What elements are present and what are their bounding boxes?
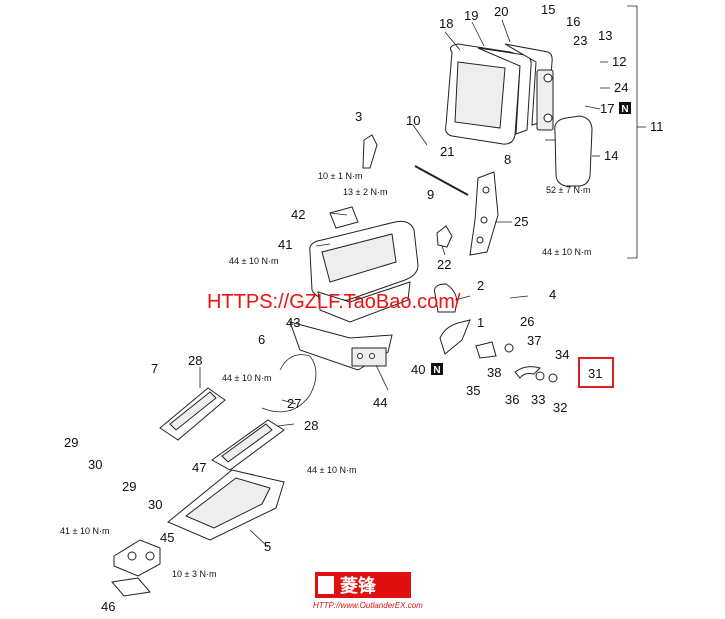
rod bbox=[414, 165, 469, 196]
callout: 7 bbox=[151, 361, 158, 376]
callout: 33 bbox=[531, 392, 545, 407]
callout: 13 bbox=[598, 28, 612, 43]
callout: 1 bbox=[477, 315, 484, 330]
callout: 42 bbox=[291, 207, 305, 222]
torque-label: 44 ± 10 N·m bbox=[307, 465, 356, 475]
callout: 23 bbox=[573, 33, 587, 48]
callout: 3 bbox=[355, 109, 362, 124]
lever bbox=[362, 134, 378, 169]
callout: 32 bbox=[553, 400, 567, 415]
small-lever bbox=[514, 366, 541, 379]
callout: 5 bbox=[264, 539, 271, 554]
group-bracket bbox=[627, 5, 638, 259]
callout: 16 bbox=[566, 14, 580, 29]
side-shield bbox=[434, 283, 471, 355]
n-badge: N bbox=[431, 363, 443, 376]
small-washer bbox=[535, 371, 545, 381]
callout: 47 bbox=[192, 460, 206, 475]
callout: 37 bbox=[527, 333, 541, 348]
callout: 44 bbox=[373, 395, 387, 410]
callout: 28 bbox=[304, 418, 318, 433]
callout: 29 bbox=[122, 479, 136, 494]
callout: 45 bbox=[160, 530, 174, 545]
highlighted-callout: 31 bbox=[578, 357, 614, 388]
seat-cushion bbox=[309, 220, 419, 323]
callout: 9 bbox=[427, 187, 434, 202]
callout: 19 bbox=[464, 8, 478, 23]
leader-lines bbox=[199, 19, 610, 548]
seat-frame bbox=[289, 321, 393, 371]
torque-label: 44 ± 10 N·m bbox=[222, 373, 271, 383]
torque-label: 44 ± 10 N·m bbox=[229, 256, 278, 266]
mount-bracket bbox=[111, 539, 161, 597]
svg-text:HTTP://www.OutlanderEX.com: HTTP://www.OutlanderEX.com bbox=[313, 601, 423, 610]
callout: 4 bbox=[549, 287, 556, 302]
svg-text:N: N bbox=[621, 104, 628, 115]
small-nut bbox=[548, 373, 558, 383]
svg-text:N: N bbox=[433, 365, 440, 376]
torque-label: 41 ± 10 N·m bbox=[60, 526, 109, 536]
callout: 11 bbox=[650, 119, 664, 134]
callout: 22 bbox=[437, 257, 451, 272]
callout: 10 bbox=[406, 113, 420, 128]
callout: 34 bbox=[555, 347, 569, 362]
callout: 14 bbox=[604, 148, 618, 163]
torque-label: 44 ± 10 N·m bbox=[542, 247, 591, 257]
callout: 35 bbox=[466, 383, 480, 398]
callout: 2 bbox=[477, 278, 484, 293]
callout: 41 bbox=[278, 237, 292, 252]
torque-label: 10 ± 3 N·m bbox=[172, 569, 216, 579]
callout: 20 bbox=[494, 4, 508, 19]
callout: 26 bbox=[520, 314, 534, 329]
torque-label: 13 ± 2 N·m bbox=[343, 187, 387, 197]
seatback-assembly bbox=[445, 43, 554, 145]
torque-specs: 10 ± 1 N·m 13 ± 2 N·m 52 ± 7 N·m 44 ± 10… bbox=[60, 171, 591, 579]
callout: 29 bbox=[64, 435, 78, 450]
torque-label: 52 ± 7 N·m bbox=[546, 185, 590, 195]
n-badge: N bbox=[619, 102, 631, 115]
cable bbox=[261, 354, 317, 413]
seat-rails bbox=[159, 387, 285, 471]
callout: 17 bbox=[600, 101, 614, 116]
callout: 21 bbox=[440, 144, 454, 159]
callout: 24 bbox=[614, 80, 628, 95]
recliner-frame bbox=[469, 171, 499, 256]
svg-text:菱锋: 菱锋 bbox=[340, 575, 377, 596]
callout: 30 bbox=[88, 457, 102, 472]
callout: 38 bbox=[487, 365, 501, 380]
bushing bbox=[504, 343, 514, 353]
headrest bbox=[545, 115, 593, 187]
cushion-pad bbox=[329, 206, 359, 229]
hinge-bracket bbox=[436, 225, 453, 248]
callout: 12 bbox=[612, 54, 626, 69]
callout: 46 bbox=[101, 599, 115, 614]
callout: 25 bbox=[514, 214, 528, 229]
callout: 40 bbox=[411, 362, 425, 377]
callout: 18 bbox=[439, 16, 453, 31]
callout: 30 bbox=[148, 497, 162, 512]
callout: 43 bbox=[286, 315, 300, 330]
brand-logo: 菱锋 HTTP://www.OutlanderEX.com bbox=[313, 572, 423, 610]
callout-numbers: 18 19 20 15 16 13 23 12 24 17 11 14 3 10… bbox=[64, 2, 664, 614]
callout: 27 bbox=[287, 396, 301, 411]
callout: 36 bbox=[505, 392, 519, 407]
under-tray bbox=[167, 469, 285, 541]
svg-text:31: 31 bbox=[588, 366, 602, 381]
watermark-url: HTTPS://GZLF.TaoBao.com/ bbox=[207, 291, 461, 313]
callout: 6 bbox=[258, 332, 265, 347]
callout: 8 bbox=[504, 152, 511, 167]
torque-label: 10 ± 1 N·m bbox=[318, 171, 362, 181]
callout: 15 bbox=[541, 2, 555, 17]
link-plate bbox=[475, 341, 497, 359]
callout: 28 bbox=[188, 353, 202, 368]
